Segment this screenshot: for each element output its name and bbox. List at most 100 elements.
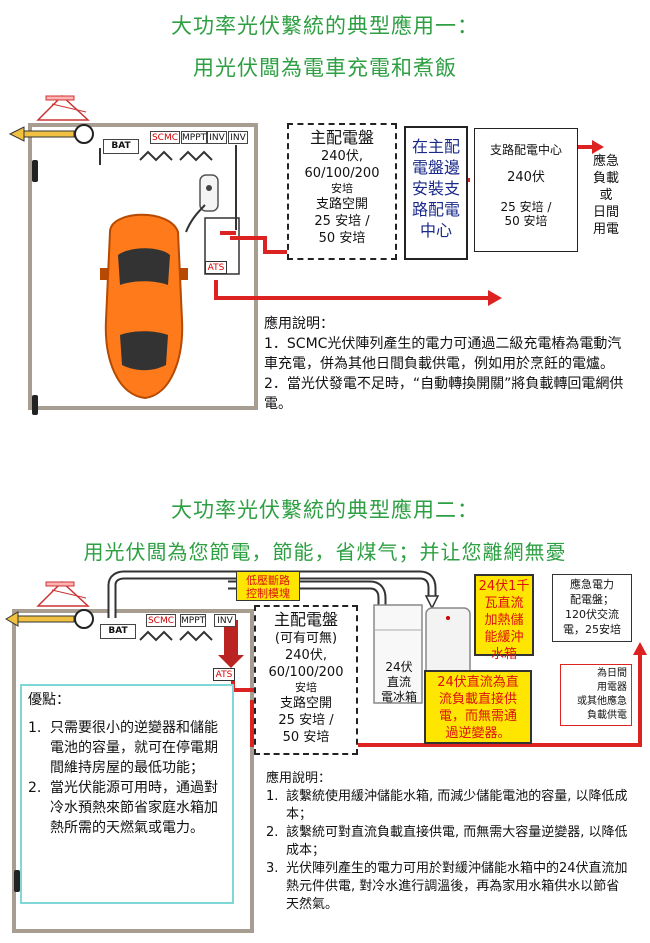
emergency-panel-line: 120伏交流 [565, 608, 619, 621]
section1-title-line1: 大功率光伏繫統的典型應用一： [171, 14, 479, 38]
water-heater-line: 能緩沖 [484, 630, 524, 645]
main-panel-2-line: 安培 [295, 681, 317, 694]
sub-panel-line: 中心 [419, 221, 452, 240]
main-panel-2-title: 主配電盤 [273, 610, 338, 629]
mppt-box-2: MPPT [180, 614, 206, 627]
fridge-label: 24伏 直流 電冰箱 [380, 660, 418, 705]
solar-panel-icon-2 [36, 580, 90, 607]
branch-center-line: 50 安培 [504, 214, 548, 228]
battery-box-2: BAT [100, 624, 136, 639]
emergency-panel-line: 配電盤； [570, 593, 614, 606]
note-num: 1. [266, 789, 279, 804]
mppt-box-1: MPPT [181, 131, 207, 144]
note-num: 2. [266, 825, 279, 840]
scmc-box-1: SCMC [150, 131, 180, 144]
control-module: 低壓斷路 控制模塊 [236, 571, 300, 601]
advantage-item: 2. 當光伏能源可用時，通過對冷水預熱來節省家庭水箱加熱所需的天燃氣或電力。 [28, 778, 226, 838]
water-heater-line: 24伏1千 [478, 579, 530, 594]
loads-line: 或 [599, 188, 613, 203]
section1-notes: 應用說明： 1．SCMC光伏陣列產生的電力可通過二級充電樁為電動汽車充電，併為其… [264, 314, 630, 414]
branch-center: 支路配電中心 240伏 25 安培 / 50 安培 [474, 128, 578, 252]
water-heater-line: 加熱儲 [484, 613, 524, 628]
section1-note-item: 2．當光伏發電不足時，“自動轉換開關”將負載轉回電網供電。 [264, 376, 624, 412]
main-panel-1-title: 主配電盤 [309, 128, 374, 147]
fridge-label-line: 24伏 [385, 660, 413, 674]
gas-cylinder-icon-1 [32, 160, 38, 182]
inverter-box-1b: INV [228, 131, 248, 144]
daytime-note-line: 負載供電 [587, 710, 627, 721]
main-panel-1: 主配電盤 240伏, 60/100/200 安培 支路空開 25 安培 / 50… [287, 123, 397, 260]
advantages-box: 優點： 1. 只需要很小的逆變器和儲能電池的容量，就可在停電期間維持房屋的最低功… [20, 684, 234, 904]
main-panel-2: 主配電盤 (可有可無) 240伏, 60/100/200 安培 支路空開 25 … [254, 605, 358, 755]
dc-note-line: 流負載直接供 [438, 692, 517, 707]
advantage-text: 只需要很小的逆變器和儲能電池的容量，就可在停電期間維持房屋的最低功能； [50, 720, 218, 776]
house-outline-1 [28, 123, 258, 410]
section2-notes-heading: 應用說明： [266, 771, 332, 786]
fridge-label-line: 直流 [386, 675, 411, 689]
section2-notes: 應用說明： 1. 該繫統使用緩沖儲能水箱, 而減少儲能電池的容量, 以降低成本；… [266, 770, 628, 914]
section2-note-item: 3. 光伏陣列產生的電力可用於對緩沖儲能水箱中的24伏直流加熱元件供電, 對冷水… [266, 860, 628, 914]
main-panel-2-line: 60/100/200 [268, 665, 344, 680]
note-num: 3. [266, 861, 279, 876]
sub-panel-label: 在主配 電盤邊 安裝支 路配電 中心 [404, 126, 468, 260]
inverter-box-1a: INV [207, 131, 227, 144]
dc-note-line: 24伏直流為直 [437, 675, 519, 690]
water-heater-label: 24伏1千 瓦直流 加熱儲 能緩沖 水箱 [474, 574, 534, 662]
daytime-note-line: 為日間 [597, 668, 627, 679]
loads-line: 應急 [592, 154, 619, 169]
section2-title-line2: 用光伏闆為您節電，節能，省煤气；并让您離網無憂 [83, 540, 567, 564]
advantage-num: 1. [28, 720, 42, 736]
note-text: 該繫統可對直流負載直接供電, 而無需大容量逆變器, 以降低成本； [286, 825, 628, 858]
branch-center-line: 25 安培 / [500, 200, 552, 214]
main-panel-1-line: 240伏, [321, 149, 363, 164]
emergency-panel: 應急電力 配電盤； 120伏交流 電，25安培 [552, 574, 632, 642]
daytime-note-line: 或其他應急 [577, 696, 627, 707]
ats-box-2: ATS [213, 668, 235, 681]
sub-panel-line: 在主配 [411, 137, 460, 156]
ev-charger-icon [199, 174, 219, 212]
note-text: 該繫統使用緩沖儲能水箱, 而減少儲能電池的容量, 以降低成本； [286, 789, 628, 822]
section1-title-line2: 用光伏闆為電車充電和煮飯 [193, 56, 457, 80]
dc-note-line: 過逆變器。 [445, 726, 511, 741]
main-panel-2-line: 50 安培 [282, 730, 330, 745]
section2-title-line1: 大功率光伏繫統的典型應用二： [171, 498, 479, 522]
fridge-label-line: 電冰箱 [380, 690, 417, 704]
main-panel-1-line: 支路空開 [315, 197, 368, 212]
main-panel-2-line: (可有可無) [274, 631, 338, 646]
daytime-load-note: 為日間 用電器 或其他應急 負載供電 [560, 664, 632, 726]
section1-notes-heading: 應用說明： [264, 316, 334, 332]
daytime-note-line: 用電器 [597, 682, 627, 693]
advantage-item: 1. 只需要很小的逆變器和儲能電池的容量，就可在停電期間維持房屋的最低功能； [28, 718, 226, 778]
sub-panel-line: 路配電 [411, 200, 460, 219]
fridge-icon [373, 604, 423, 704]
emergency-panel-line: 電，25安培 [563, 623, 621, 636]
emergency-panel-line: 應急電力 [570, 578, 614, 591]
gas-cylinder-icon-3 [14, 870, 20, 892]
gas-cylinder-icon-2 [32, 395, 38, 415]
battery-box-1: BAT [103, 139, 139, 154]
sub-panel-line: 安裝支 [411, 179, 460, 198]
section1-note-item: 1．SCMC光伏陣列產生的電力可通過二級充電樁為電動汽車充電，併為其他日間負載供… [264, 336, 622, 372]
branch-center-voltage: 240伏 [507, 170, 545, 185]
loads-label: 應急 負載 或 日間 用電 [586, 153, 626, 238]
control-module-line: 低壓斷路 [246, 574, 290, 587]
loads-line: 用電 [592, 222, 619, 237]
main-panel-1-line: 60/100/200 [304, 166, 380, 181]
dc-note-line: 電，而無需通 [438, 709, 517, 724]
main-panel-1-line: 安培 [331, 182, 353, 195]
loads-line: 負載 [592, 171, 619, 186]
main-panel-2-line: 240伏, [285, 648, 327, 663]
ats-box-1: ATS [205, 261, 227, 274]
dc-direct-note: 24伏直流為直 流負載直接供 電，而無需通 過逆變器。 [424, 670, 532, 744]
solar-panel-icon-1 [36, 94, 90, 121]
inverter-box-2: INV [214, 614, 236, 627]
water-heater-line: 瓦直流 [484, 596, 524, 611]
main-panel-1-line: 50 安培 [318, 231, 366, 246]
scmc-box-2: SCMC [146, 614, 176, 627]
meter-icon-2 [74, 609, 94, 629]
car-icon [100, 213, 188, 400]
sub-panel-line: 電盤邊 [411, 158, 460, 177]
water-heater-line: 水箱 [490, 647, 517, 662]
